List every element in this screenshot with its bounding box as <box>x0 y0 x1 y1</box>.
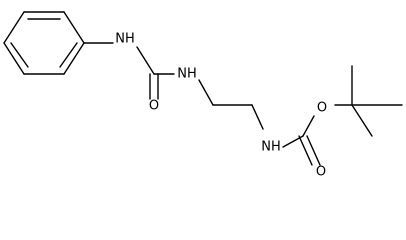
atom-label: NH <box>261 140 281 155</box>
bond <box>3 42 25 75</box>
atom-label: O <box>317 101 327 116</box>
bond <box>302 115 315 137</box>
atom-label: NH <box>177 67 197 82</box>
atom-label: O <box>149 99 159 114</box>
atom-label: O <box>316 165 326 180</box>
double-bond <box>306 135 321 166</box>
atom-label: NH <box>115 32 135 47</box>
aromatic-bond <box>10 42 29 68</box>
aromatic-bond <box>59 42 78 68</box>
bond <box>136 46 155 75</box>
bond <box>351 104 373 137</box>
bond <box>63 11 85 44</box>
phenyl-ring <box>3 11 85 75</box>
bond <box>251 104 264 130</box>
bond <box>63 42 85 75</box>
double-bond <box>298 135 313 166</box>
bond <box>198 79 214 106</box>
bond <box>3 11 25 44</box>
chemical-structure: NH NH NH O O O <box>3 11 403 180</box>
